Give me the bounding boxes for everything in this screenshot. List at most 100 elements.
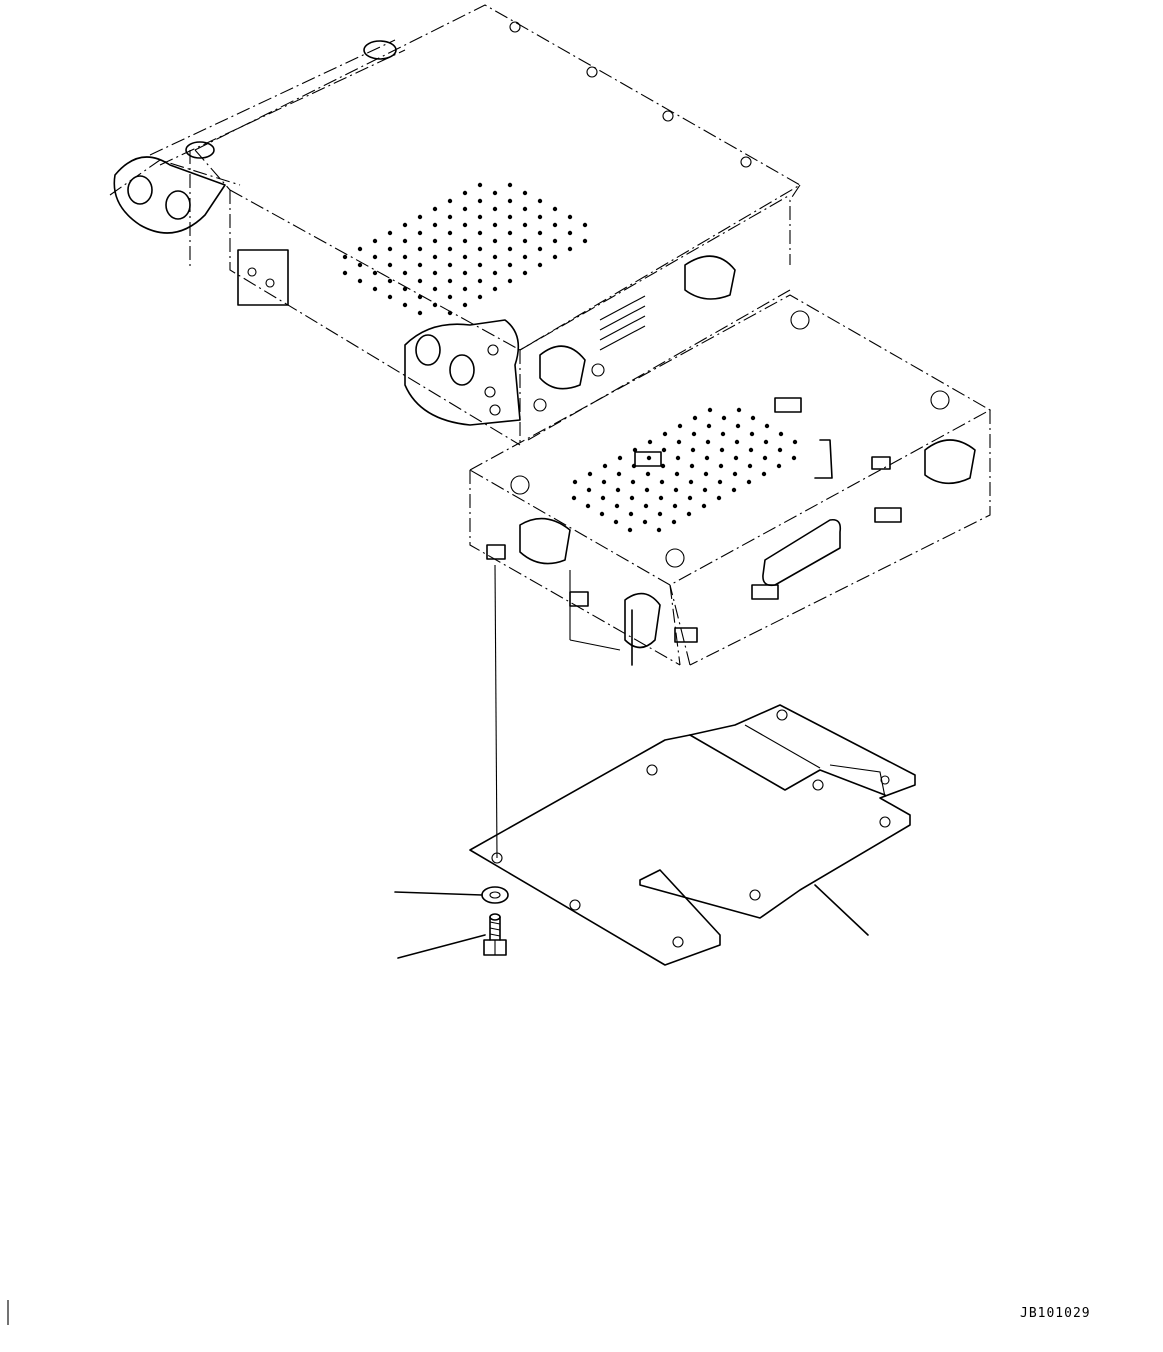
vent-dot [447,262,453,268]
vent-dot [630,479,636,485]
vent-dot [447,246,453,252]
vent-dot [477,182,483,188]
vent-dot [387,246,393,252]
vent-dot [750,415,756,421]
vent-dot [643,503,649,509]
vent-dot [657,511,663,517]
leader-bolt [397,934,486,959]
vent-dot [402,302,408,308]
vent-dot [717,479,723,485]
vent-dot [572,479,578,485]
vent-dot [632,447,638,453]
vent-dot [792,439,798,445]
vent-dot [477,246,483,252]
vent-dot [658,495,664,501]
vent-dot [600,495,606,501]
vent-dot [357,246,363,252]
vent-dot [417,294,423,300]
vent-dot [372,238,378,244]
vent-dot [721,415,727,421]
vent-dot [677,423,683,429]
leader-washer [394,891,483,896]
vent-dot [402,286,408,292]
vent-dot [522,222,528,228]
vent-dot [675,455,681,461]
vent-dot [477,278,483,284]
lower-housing [469,294,992,666]
vent-dot [690,447,696,453]
vent-dot [522,190,528,196]
vent-dot [507,182,513,188]
vent-dot [662,431,668,437]
vent-dot [447,294,453,300]
vent-dot [686,511,692,517]
vent-dot [387,262,393,268]
vent-dot [747,463,753,469]
vent-dot [387,294,393,300]
vent-dot [631,463,637,469]
vent-dot [716,495,722,501]
vent-dot [522,238,528,244]
vent-dot [763,439,769,445]
vent-dot [627,527,633,533]
vent-dot [537,214,543,220]
vent-dot [492,270,498,276]
vent-dot [402,270,408,276]
vent-dot [432,206,438,212]
vent-dot [447,310,453,316]
vent-dot [552,222,558,228]
vent-dot [357,262,363,268]
vent-dot [660,463,666,469]
vent-dot [719,447,725,453]
vent-dot [585,503,591,509]
vent-dot [676,439,682,445]
vent-dot [644,487,650,493]
vent-dot [791,455,797,461]
vent-dot [477,262,483,268]
vent-dot [522,206,528,212]
vent-dot [628,511,634,517]
vent-dot [492,286,498,292]
vent-dot [776,463,782,469]
vent-dot [718,463,724,469]
vent-dot [599,511,605,517]
vent-dot [720,431,726,437]
vent-dot [642,519,648,525]
vent-dot [432,238,438,244]
vent-dot [492,238,498,244]
vent-dot [477,230,483,236]
vent-dot [477,294,483,300]
vent-dot [764,423,770,429]
vent-dot [614,503,620,509]
vent-dot [492,190,498,196]
vent-dot [432,222,438,228]
vent-dot [659,479,665,485]
vent-dot [492,206,498,212]
vent-dot [462,286,468,292]
vent-dot [688,479,694,485]
vent-dot [387,278,393,284]
vent-dot [552,206,558,212]
vent-dot [417,310,423,316]
vent-dot [629,495,635,501]
vent-dot [672,503,678,509]
vent-dot [402,238,408,244]
vent-dot [432,270,438,276]
vent-dot [671,519,677,525]
vent-dot [691,431,697,437]
vent-dot [462,254,468,260]
cover-plate [469,704,916,966]
vent-dot [778,431,784,437]
vent-dot [507,198,513,204]
vent-dot [402,222,408,228]
drawing-id-label: JB101029 [1020,1306,1091,1321]
vent-dot [447,230,453,236]
vent-dot [687,495,693,501]
vent-dot [703,471,709,477]
vent-dot [447,198,453,204]
vent-dot [537,230,543,236]
vent-dot [477,214,483,220]
vent-dot [507,262,513,268]
vent-dot [492,222,498,228]
